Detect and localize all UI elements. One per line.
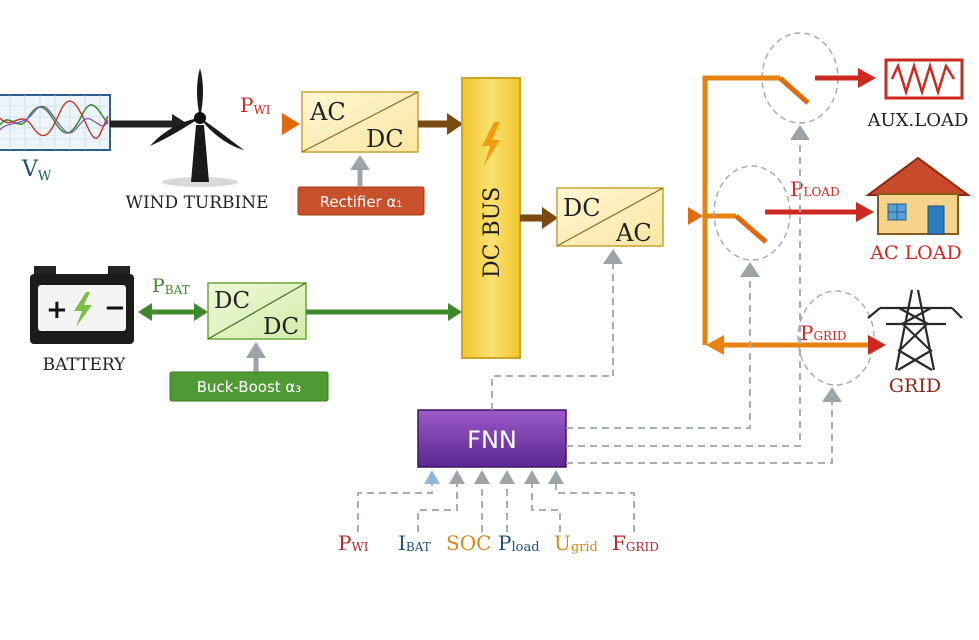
- rectifier-converter: AC DC: [301, 91, 419, 153]
- rectifier-dc-label: DC: [366, 125, 404, 153]
- input-pload: Pload: [498, 531, 540, 555]
- input-fgrid: FGRID: [612, 531, 659, 555]
- dcdc-top-label: DC: [214, 288, 250, 314]
- dcdc-converter: DC DC: [207, 282, 307, 340]
- dcdc-control-label: Buck-Boost α₃: [197, 378, 302, 396]
- fnn-control-lines: [491, 138, 833, 464]
- grid-tower-icon: [867, 289, 963, 371]
- switch-grid: [706, 290, 886, 386]
- input-ibat: IBAT: [398, 531, 431, 555]
- pbat-label: PBAT: [152, 275, 190, 297]
- svg-text:+: +: [46, 295, 68, 325]
- vw-label: VW: [21, 157, 52, 184]
- aux-load-label: AUX.LOAD: [867, 110, 969, 131]
- fnn-input-lines: [357, 482, 635, 532]
- fnn-controller: [417, 409, 567, 468]
- grid-label: GRID: [889, 375, 941, 397]
- switch-ac-load: [713, 165, 874, 261]
- dcdc-bottom-label: DC: [263, 314, 299, 340]
- input-ugrid: Ugrid: [554, 531, 598, 555]
- house-icon: [864, 156, 972, 235]
- input-soc: SOC: [446, 531, 491, 555]
- inverter-ac-label: AC: [615, 219, 652, 247]
- rectifier-ac-label: AC: [309, 98, 346, 126]
- input-pwi: PWI: [338, 531, 369, 555]
- lightning-icon: [482, 122, 500, 166]
- dc-bus-label: DC BUS: [480, 187, 505, 278]
- wind-speed-plot: [0, 94, 111, 151]
- inverter-converter: DC AC: [556, 187, 664, 247]
- ac-load-label: AC LOAD: [869, 242, 961, 264]
- battery-label: BATTERY: [43, 355, 127, 375]
- fnn-label: FNN: [467, 426, 517, 454]
- switch-aux: [760, 32, 876, 124]
- battery-icon: + −: [30, 266, 134, 344]
- inverter-dc-label: DC: [563, 194, 601, 222]
- svg-text:−: −: [104, 293, 126, 323]
- pload-label: PLOAD: [790, 177, 840, 201]
- ac-distribution-lines: [702, 75, 760, 345]
- pwi-label: PWI: [240, 93, 271, 117]
- rectifier-control-box: [297, 186, 425, 216]
- aux-load-icon: [884, 58, 964, 100]
- pgrid-label: PGRID: [800, 321, 846, 345]
- rectifier-control-label: Rectifier α₁: [320, 193, 403, 211]
- dcdc-control-box: [169, 371, 329, 402]
- dc-bus: DC BUS: [461, 77, 521, 359]
- wind-turbine-icon: [150, 68, 244, 187]
- wind-turbine-label: WIND TURBINE: [125, 193, 268, 213]
